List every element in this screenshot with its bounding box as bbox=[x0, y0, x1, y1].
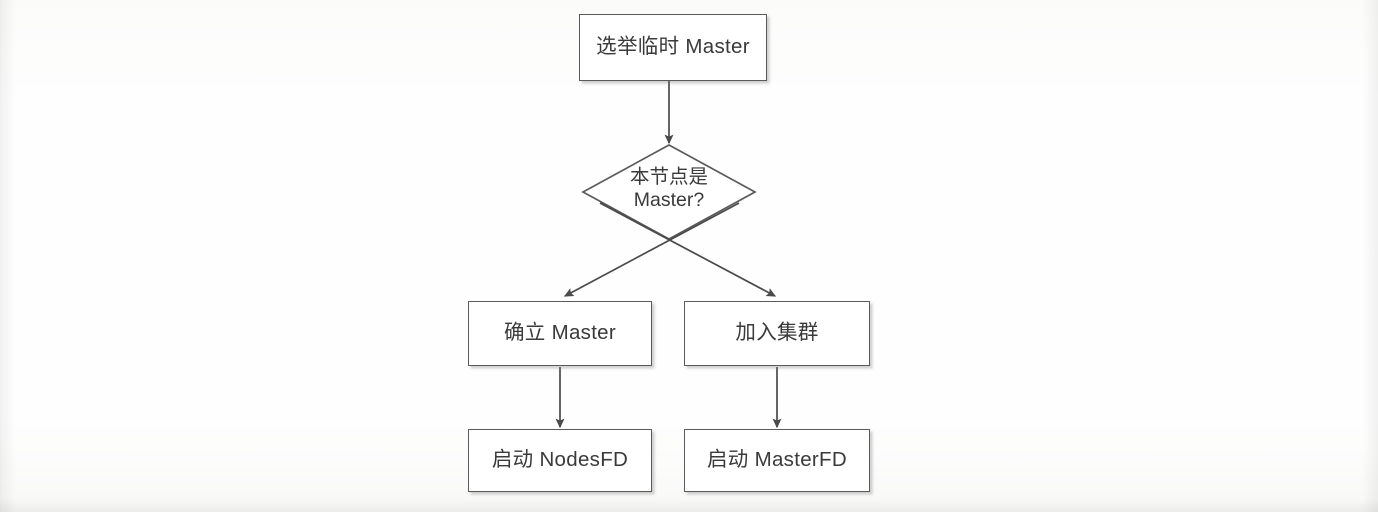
node-join-cluster[interactable]: 加入集群 bbox=[684, 301, 870, 366]
node-is-this-node-master[interactable]: 本节点是 Master? bbox=[583, 166, 755, 211]
node-start-masterfd[interactable]: 启动 MasterFD bbox=[684, 429, 870, 492]
node-establish-master[interactable]: 确立 Master bbox=[468, 301, 652, 366]
node-start-nodesfd[interactable]: 启动 NodesFD bbox=[468, 429, 652, 492]
node-elect-temp-master-label: 选举临时 Master bbox=[596, 35, 750, 59]
node-establish-master-label: 确立 Master bbox=[503, 321, 617, 345]
node-start-nodesfd-label: 启动 NodesFD bbox=[491, 448, 629, 472]
edge-decision-to-establish-line bbox=[563, 202, 740, 297]
node-start-masterfd-label: 启动 MasterFD bbox=[707, 448, 847, 472]
node-elect-temp-master[interactable]: 选举临时 Master bbox=[579, 14, 767, 81]
edge-decision-to-join-line bbox=[599, 202, 777, 297]
node-is-this-node-master-label-line2: Master? bbox=[633, 188, 705, 211]
node-is-this-node-master-label-line1: 本节点是 bbox=[629, 166, 708, 188]
node-join-cluster-label: 加入集群 bbox=[735, 321, 819, 345]
